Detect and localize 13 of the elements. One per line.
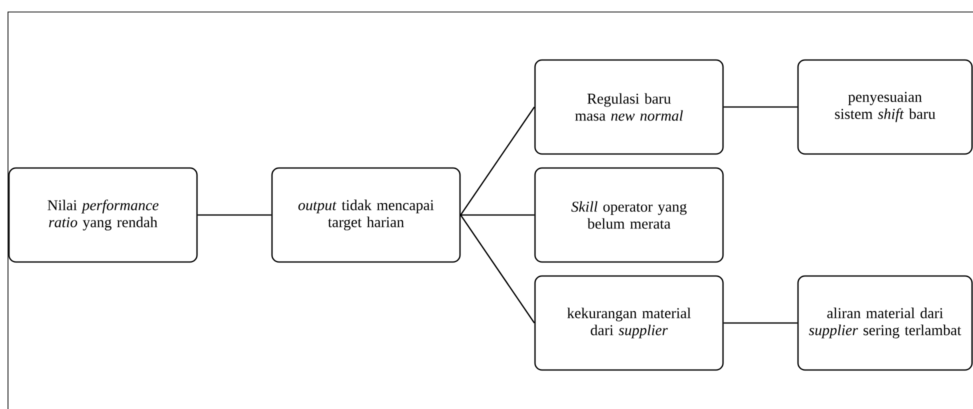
- connector-line: [198, 214, 272, 216]
- connector-line: [460, 214, 535, 324]
- cause-box: Skill operator yang belum merata: [534, 167, 724, 263]
- cause-box: kekurangan material dari supplier: [534, 275, 724, 371]
- cause-box: Regulasi baru masa new normal: [534, 59, 724, 155]
- connector-line: [724, 106, 798, 108]
- cause-box: output tidak mencapai target harian: [271, 167, 461, 263]
- cause-box: Nilai performance ratio yang rendah: [8, 167, 198, 263]
- cause-box: penyesuaian sistem shift baru: [797, 59, 973, 155]
- connector-line: [460, 106, 535, 216]
- connector-line: [724, 322, 798, 324]
- connector-line: [460, 214, 534, 216]
- cause-box: aliran material dari supplier sering terlambat: [797, 275, 973, 371]
